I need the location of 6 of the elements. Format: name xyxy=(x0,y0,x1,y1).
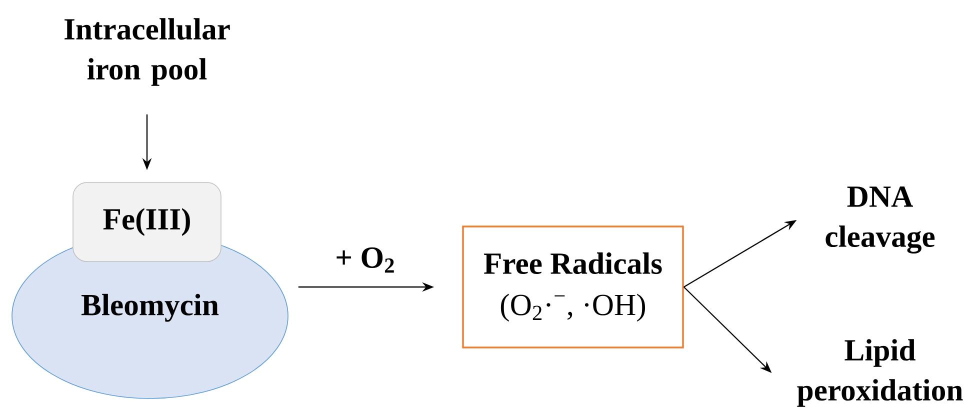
edge-label: + O$_{2}$ xyxy=(336,247,394,273)
outcome-label: DNA cleavage xyxy=(826,186,935,254)
radicals-box: Free Radicals (O$_{2}$·$^{−}$, ·OH) xyxy=(462,226,684,348)
outcome-label: Lipid peroxidation xyxy=(797,339,963,407)
metal-box: Fe(III) xyxy=(72,182,222,262)
source-label: Intracellular iron pool xyxy=(64,18,230,86)
